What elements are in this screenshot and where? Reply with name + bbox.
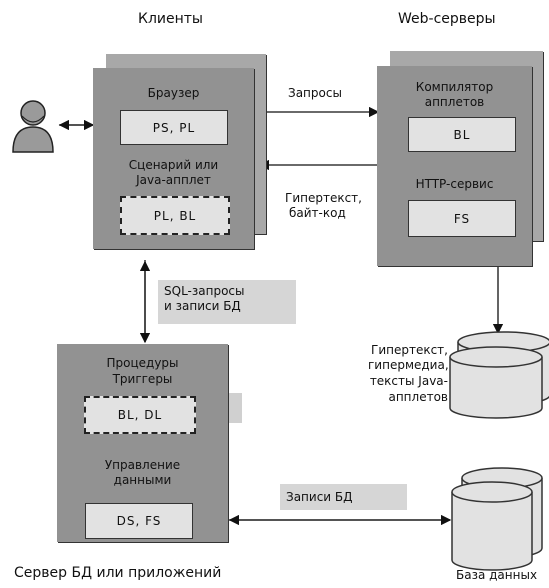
db-records-label: Записи БД — [280, 484, 407, 510]
dbserver-caption: Сервер БД или приложений — [14, 565, 222, 581]
script-label-line2: Java-апплет — [136, 173, 211, 187]
fs-box: FS — [408, 200, 516, 237]
triggers-label: Триггеры — [112, 372, 173, 386]
hypertext-label-line1: Гипертекст, — [285, 191, 362, 205]
sql-label-line2: и записи БД — [164, 299, 241, 313]
storage-label-line2: гипермедиа, — [368, 358, 449, 372]
compiler-label-line1: Компилятор — [415, 80, 494, 94]
mgmt-label-line2: данными — [113, 473, 172, 487]
script-label-line1: Сценарий или — [128, 158, 219, 172]
bl-box: BL — [408, 117, 516, 152]
sql-label-line1: SQL-запросы — [164, 284, 245, 298]
requests-label: Запросы — [288, 86, 342, 100]
ds-fs-box: DS, FS — [85, 503, 193, 539]
hypertext-label-line2: байт-код — [289, 206, 346, 220]
storage-label-line4: апплетов — [388, 390, 448, 404]
browser-label: Браузер — [147, 86, 200, 100]
pl-bl-box: PL, BL — [120, 196, 230, 235]
storage-label-line1: Гипертекст, — [371, 343, 448, 357]
dbserver-side-tab — [225, 393, 242, 423]
storage-label-line3: тексты Java- — [369, 374, 448, 388]
web-servers-header: Web-серверы — [398, 11, 496, 27]
compiler-label-line2: апплетов — [424, 95, 485, 109]
sql-label: SQL-запросы и записи БД — [158, 280, 296, 324]
database-caption: База данных — [456, 568, 538, 582]
bl-dl-box: BL, DL — [84, 396, 196, 434]
http-label: HTTP-сервис — [415, 177, 494, 191]
ps-pl-box: PS, PL — [120, 110, 228, 145]
mgmt-label-line1: Управление — [104, 458, 181, 472]
clients-header: Клиенты — [138, 11, 203, 27]
procedures-label: Процедуры — [106, 356, 179, 370]
